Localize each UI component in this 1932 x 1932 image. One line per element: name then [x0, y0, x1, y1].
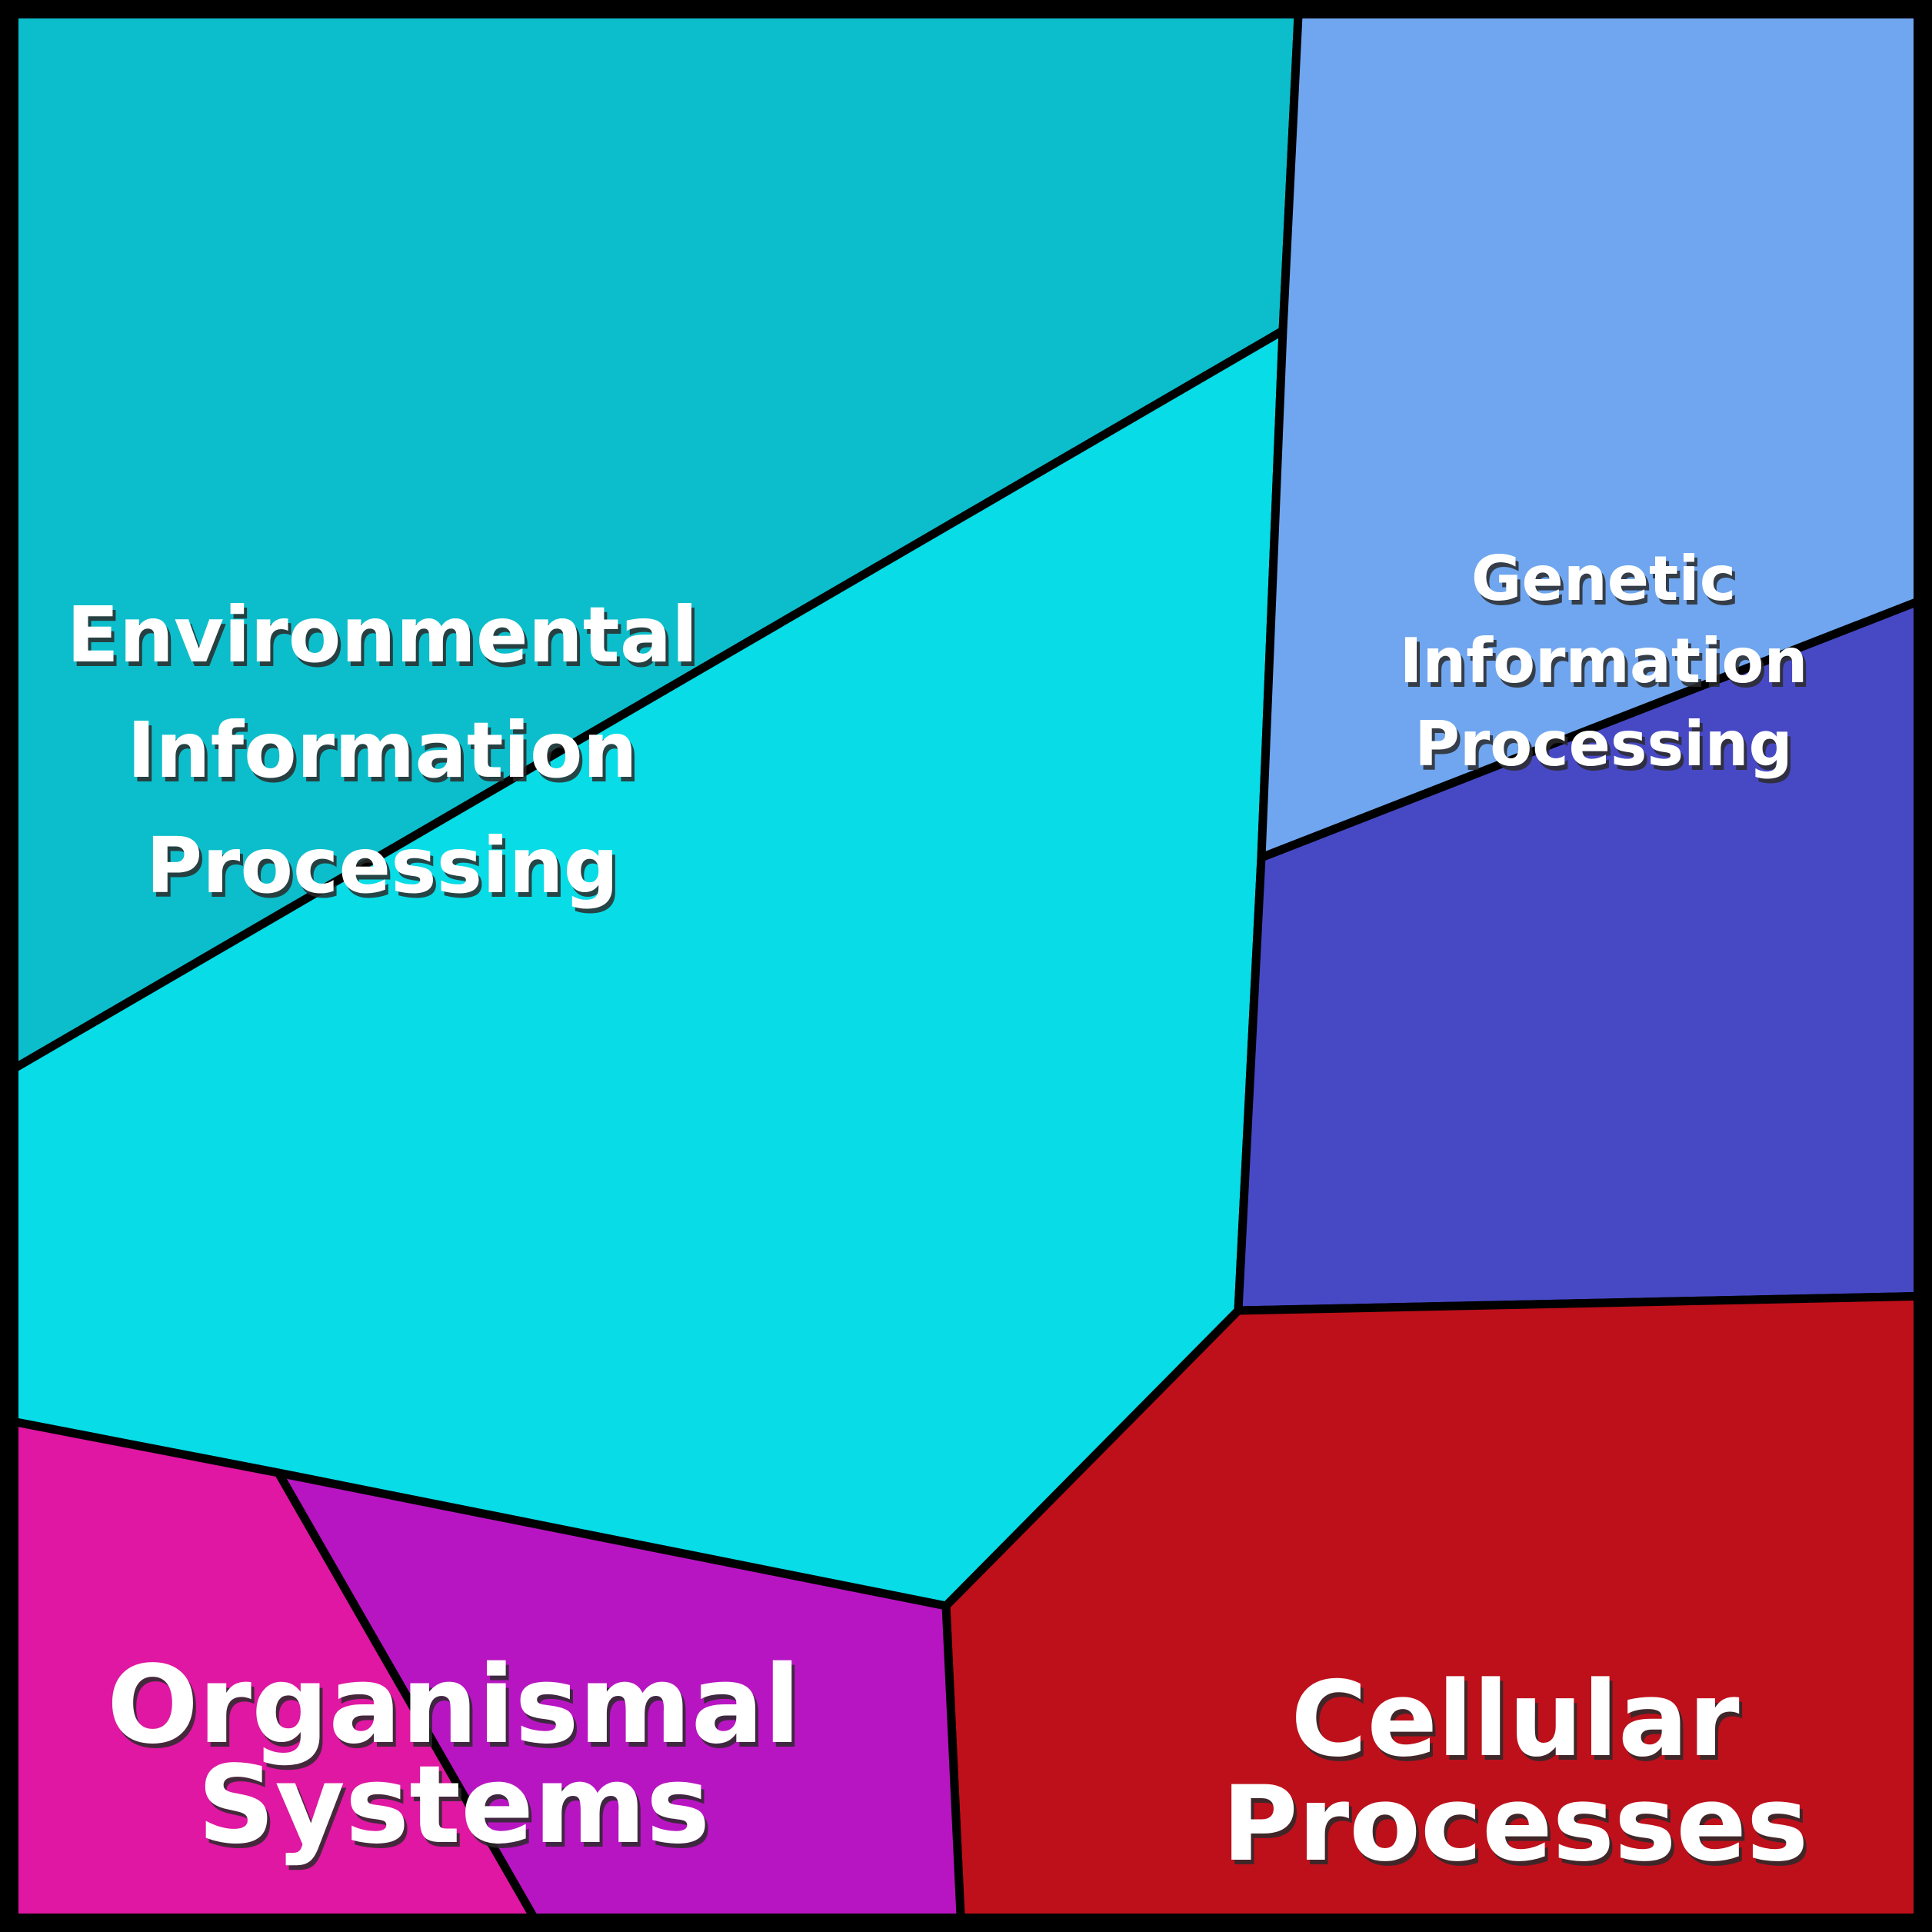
- region-cellular-red[interactable]: Cellular Processes: [941, 1291, 1932, 1932]
- region-genetic-royal-blue[interactable]: Genetic Information Processing: [1234, 591, 1932, 1315]
- region-organismal-pink[interactable]: Organismal Systems: [0, 1414, 547, 1932]
